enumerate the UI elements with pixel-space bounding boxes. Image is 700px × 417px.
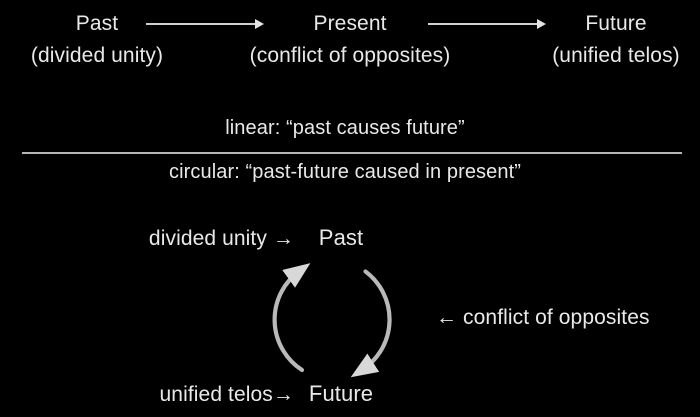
annotation-unified-telos: unified telos→: [159, 383, 294, 406]
annotation-divided-unity: divided unity →: [148, 227, 294, 250]
triad-title-past: Past: [75, 12, 119, 35]
arrow-present-to-future-icon: [428, 18, 546, 30]
arrow-past-to-present-icon: [146, 18, 264, 30]
arc-past-to-future: [350, 269, 392, 378]
triad-title-future: Future: [585, 12, 647, 35]
cycle-node-past: Past: [318, 225, 364, 250]
horizontal-divider: [22, 152, 682, 154]
arc-future-to-past: [272, 263, 311, 373]
linear-caption: linear: “past causes future”: [225, 117, 465, 139]
cycle-node-future: Future: [308, 381, 374, 406]
triad-title-present: Present: [313, 12, 387, 35]
triad-subtitle-past: (divided unity): [30, 44, 164, 67]
triad-subtitle-present: (conflict of opposites): [249, 44, 451, 67]
circular-caption: circular: “past-future caused in present…: [168, 161, 522, 183]
annotation-conflict-of-opposites: ← conflict of opposites: [436, 306, 650, 329]
triad-subtitle-future: (unified telos): [552, 44, 680, 67]
